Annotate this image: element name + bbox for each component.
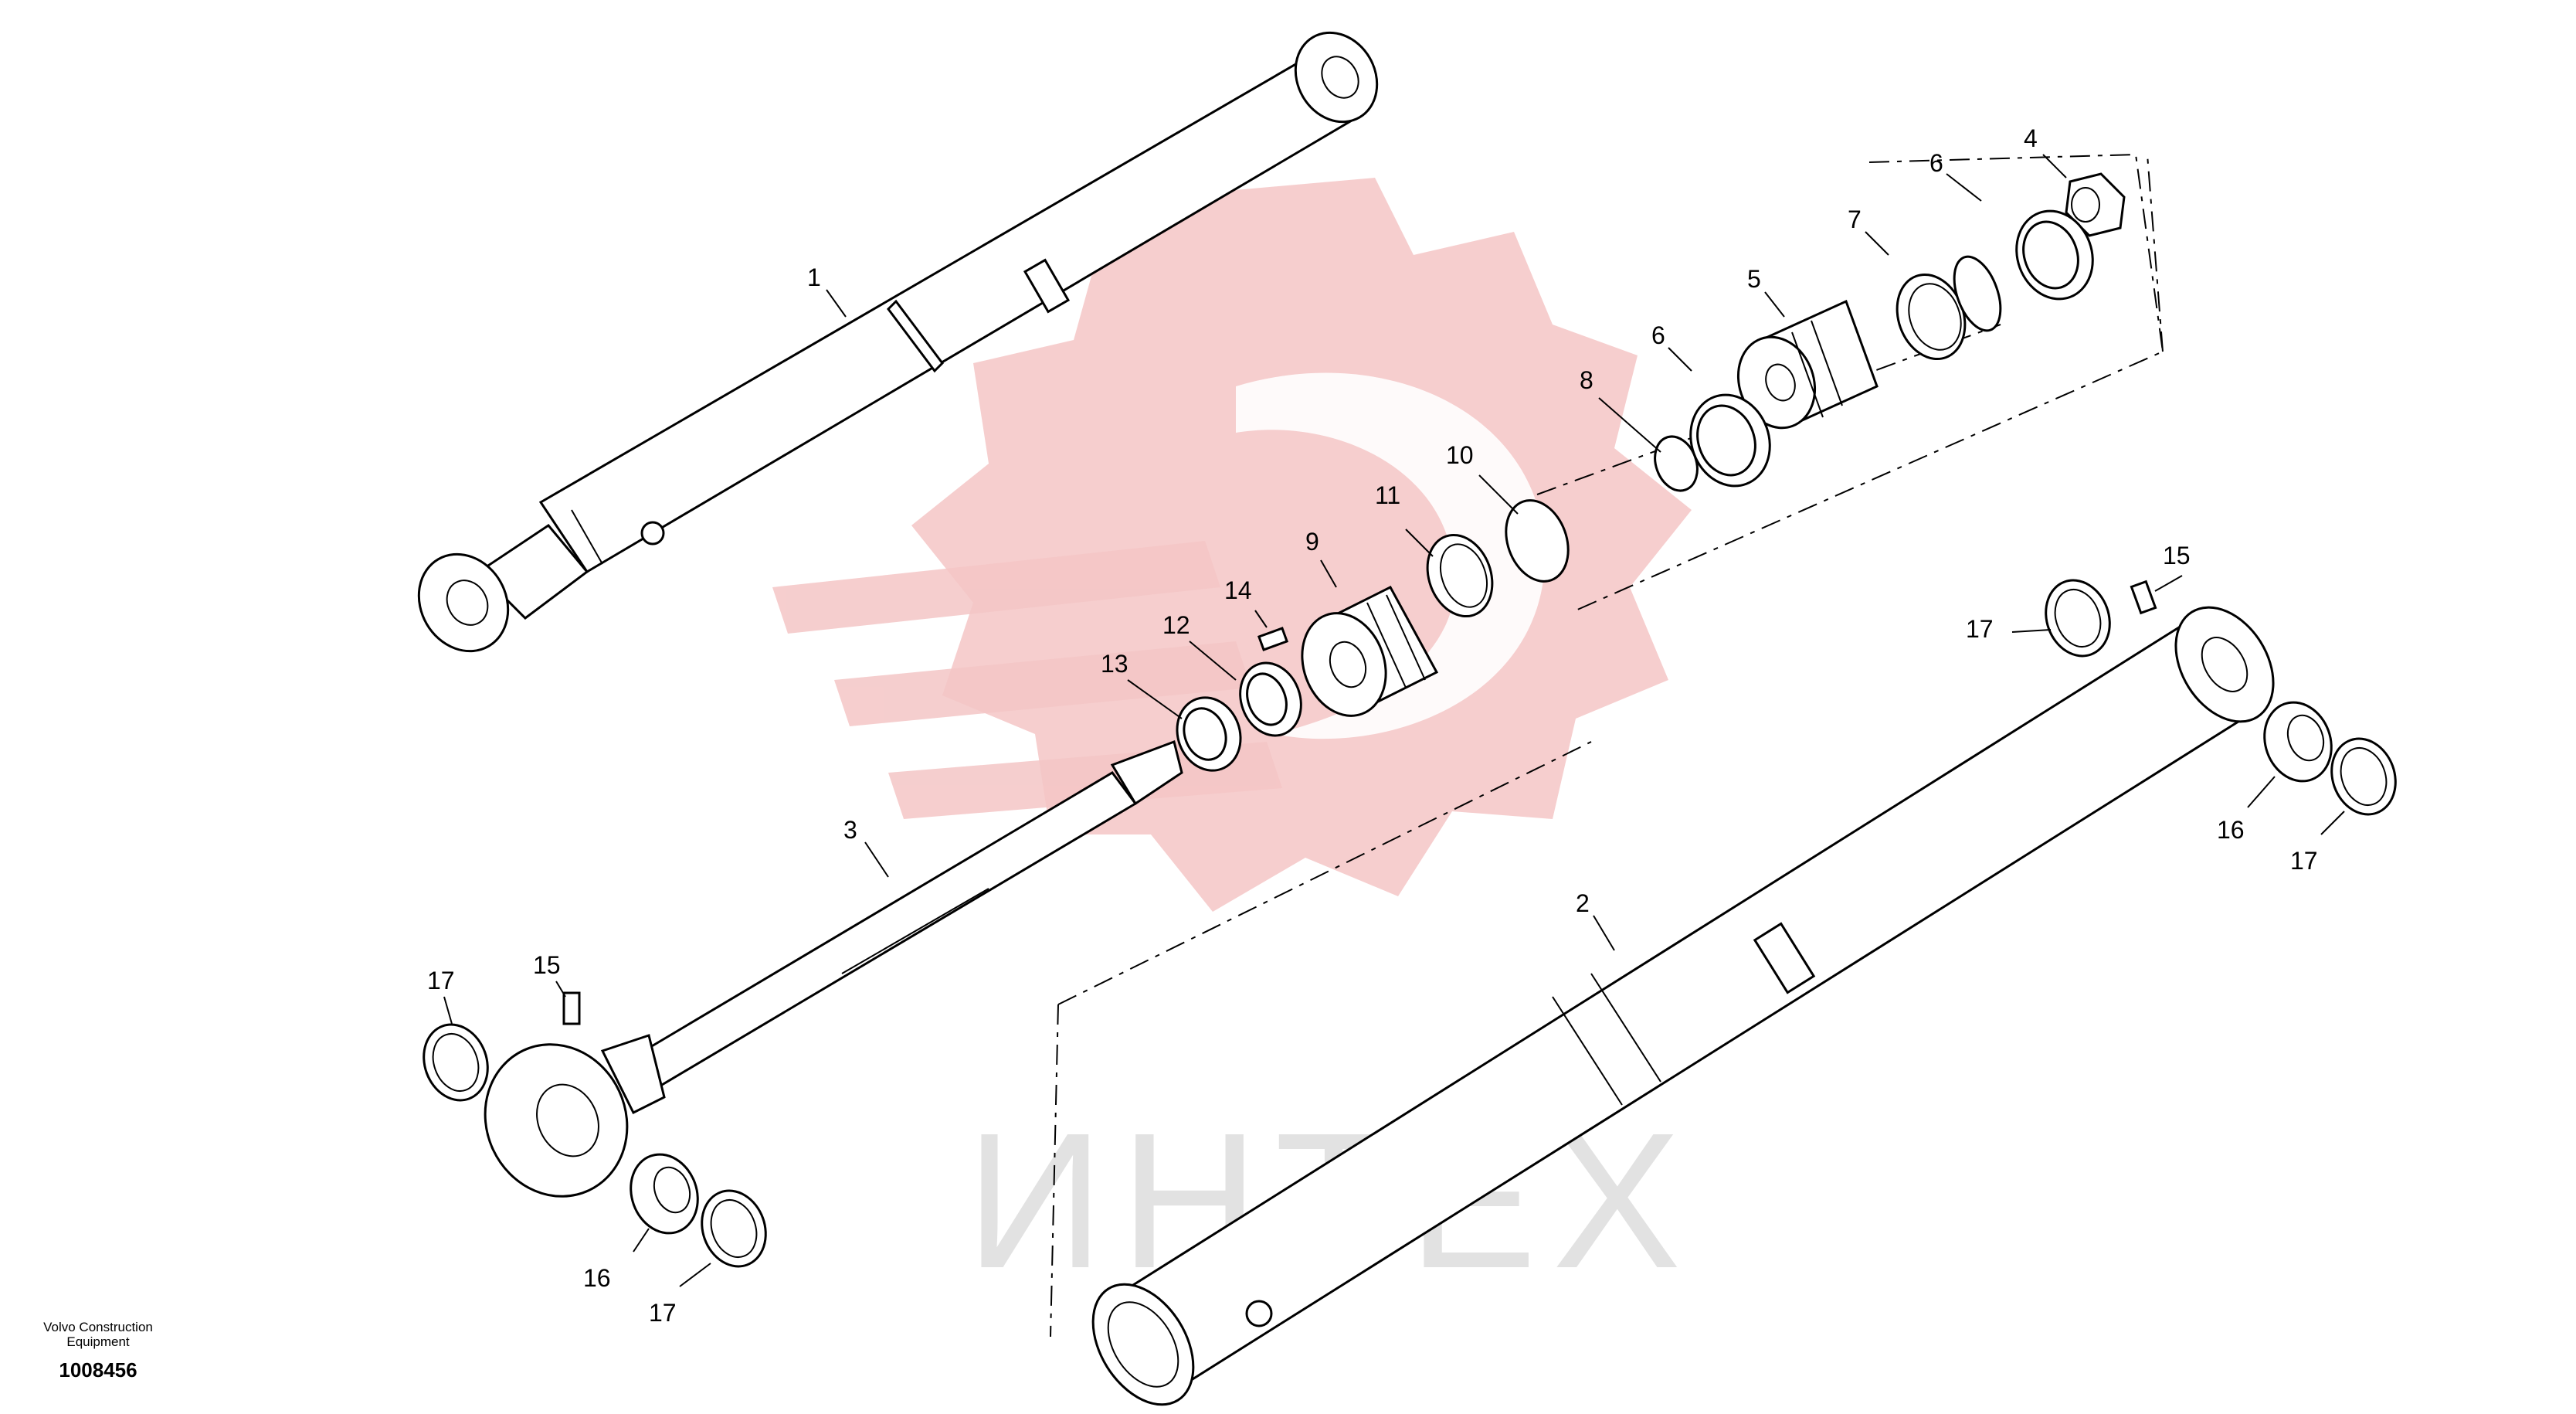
- bushing-12: [1239, 661, 1302, 737]
- callout-8: 8: [1580, 366, 1593, 394]
- wear-ring-6-upper: [2015, 209, 2094, 301]
- callout-12: 12: [1162, 611, 1190, 639]
- callout-17-a: 17: [427, 967, 455, 994]
- callout-14: 14: [1224, 576, 1252, 604]
- assembly-dashed-lines: [1050, 153, 2164, 1338]
- piston-5: [1736, 299, 1879, 430]
- callout-1: 1: [807, 263, 821, 291]
- callout-6-upper: 6: [1929, 149, 1943, 177]
- grease-nipple-15-right: [2130, 580, 2157, 615]
- callout-11: 11: [1375, 481, 1400, 509]
- pin-bushing-16-left: [630, 1153, 699, 1235]
- callout-17-b: 17: [649, 1299, 677, 1327]
- circlip-17-a: [423, 1023, 489, 1102]
- bushing-13: [1176, 696, 1242, 772]
- callout-17-d: 17: [2290, 847, 2318, 875]
- company-name: Volvo Construction Equipment: [43, 1320, 153, 1349]
- callout-3: 3: [843, 816, 857, 844]
- drawing-number: 1008456: [59, 1358, 137, 1382]
- callout-13: 13: [1101, 650, 1128, 678]
- piston-rod-3: [484, 740, 1183, 1198]
- set-screw-14: [1257, 627, 1289, 651]
- callout-15-left: 15: [533, 951, 561, 979]
- callout-16-right: 16: [2217, 816, 2245, 844]
- callout-5: 5: [1747, 265, 1761, 293]
- callout-9: 9: [1305, 528, 1319, 556]
- pin-bushing-16-right: [2263, 701, 2333, 783]
- callouts: 1 2 3 4 5 6 6 7 8 9 10 11 12 13 14 15 15…: [427, 124, 2318, 1327]
- brand-block: Volvo Construction Equipment 1008456: [17, 1320, 179, 1382]
- wear-ring-6-lower: [1689, 393, 1771, 488]
- watermark-swoosh: [1236, 372, 1545, 739]
- watermark-stripes: [772, 541, 1282, 819]
- callout-2: 2: [1576, 889, 1590, 917]
- grease-nipple-15-left: [562, 991, 581, 1025]
- leader-lines: [443, 154, 2345, 1287]
- circlip-17-b: [701, 1189, 767, 1268]
- callout-6-lower: 6: [1651, 321, 1665, 349]
- nut-4: [2065, 172, 2126, 237]
- gland-9: [1301, 586, 1439, 717]
- circlip-17-d: [2330, 737, 2397, 816]
- callout-16-left: 16: [583, 1264, 611, 1292]
- callout-17-c: 17: [1966, 615, 1994, 643]
- seal-10: [1505, 499, 1570, 583]
- callout-10: 10: [1446, 441, 1474, 469]
- seal-11: [1426, 533, 1494, 618]
- cylinder-2: [1091, 606, 2275, 1406]
- callout-4: 4: [2024, 124, 2038, 152]
- ring-8: [1654, 435, 1699, 492]
- callout-15-right: 15: [2163, 542, 2191, 569]
- cylinder-1: [417, 31, 1379, 653]
- seal-7: [1896, 255, 2002, 361]
- watermark-logo: [911, 178, 1692, 912]
- callout-7: 7: [1848, 206, 1862, 233]
- circlip-17-c: [2045, 579, 2111, 658]
